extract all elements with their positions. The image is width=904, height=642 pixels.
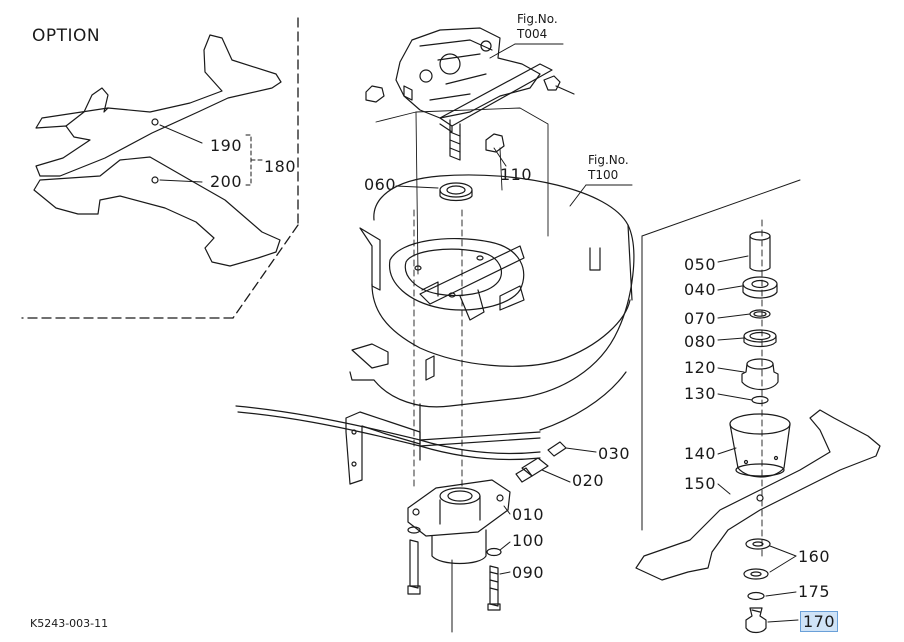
part-100-washer [486, 547, 502, 557]
part-080-seal [743, 329, 777, 348]
part-label-060[interactable]: 060 [364, 175, 397, 194]
part-130-ring [751, 395, 769, 405]
part-label-040[interactable]: 040 [684, 280, 717, 299]
part-140-cup [729, 413, 791, 478]
figref-t100-line1: Fig.No. [588, 153, 629, 167]
part-label-130[interactable]: 130 [684, 384, 717, 403]
blade-subpanel [451, 179, 801, 633]
part-160-washers [743, 538, 771, 580]
part-090-bolt [487, 565, 501, 611]
part-label-090[interactable]: 090 [512, 563, 545, 582]
part-label-070[interactable]: 070 [684, 309, 717, 328]
part-label-120[interactable]: 120 [684, 358, 717, 377]
part-170-bolt [745, 607, 767, 634]
gearbox-frame [375, 107, 549, 275]
part-label-175[interactable]: 175 [798, 582, 831, 601]
part-050-spacer [749, 231, 771, 272]
option-blade-190 [35, 34, 282, 177]
part-label-140[interactable]: 140 [684, 444, 717, 463]
drive-belt [235, 405, 541, 461]
figref-t004-link[interactable]: Fig.No. T004 [517, 12, 558, 42]
part-label-050[interactable]: 050 [684, 255, 717, 274]
figref-leaders [489, 43, 633, 207]
gearbox-assembly [395, 27, 553, 161]
part-120-collar [741, 358, 779, 391]
gearbox-nuts [365, 75, 575, 153]
housing-bolt-left [407, 526, 421, 595]
figref-t004-line1: Fig.No. [517, 12, 558, 26]
part-040-bearing [742, 276, 778, 299]
part-label-080[interactable]: 080 [684, 332, 717, 351]
mower-deck [349, 174, 635, 461]
belt-bracket [345, 411, 421, 485]
part-label-020[interactable]: 020 [572, 471, 605, 490]
part-060-washer [439, 182, 473, 202]
option-label: OPTION [32, 26, 101, 46]
part-label-180[interactable]: 180 [264, 157, 297, 176]
part-070-ring [749, 309, 771, 319]
figref-t100-line2: T100 [588, 168, 619, 182]
part-010-spindle-housing [407, 479, 511, 565]
option-box [21, 17, 299, 319]
part-label-010[interactable]: 010 [512, 505, 545, 524]
figref-t004-line2: T004 [517, 27, 548, 41]
deck-brackets [351, 227, 525, 381]
reference-code: K5243-003-11 [30, 617, 109, 630]
option-blade-200 [33, 156, 281, 267]
part-leaders [395, 147, 799, 623]
part-150-blade [635, 409, 881, 581]
part-label-160[interactable]: 160 [798, 547, 831, 566]
part-label-150[interactable]: 150 [684, 474, 717, 493]
part-020-pin [515, 457, 549, 483]
option-leaders [159, 124, 263, 186]
part-label-190[interactable]: 190 [210, 136, 243, 155]
figref-t100-link[interactable]: Fig.No. T100 [588, 153, 629, 183]
part-030-grease-nipple [547, 441, 567, 457]
part-label-110[interactable]: 110 [500, 165, 533, 184]
part-label-200[interactable]: 200 [210, 172, 243, 191]
part-175-washer [747, 591, 765, 601]
part-label-030[interactable]: 030 [598, 444, 631, 463]
part-label-100[interactable]: 100 [512, 531, 545, 550]
part-label-170-selected[interactable]: 170 [800, 611, 839, 632]
